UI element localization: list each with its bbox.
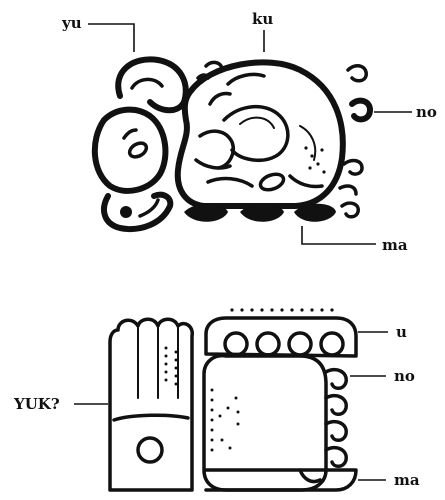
top-no-element: [352, 101, 370, 120]
top-glyph: yu ku no ma: [61, 10, 437, 254]
bottom-no-element: [326, 370, 346, 467]
bottom-ma-label: ma: [394, 471, 420, 489]
yuk-label: YUK?: [13, 395, 60, 413]
ku-element: [178, 62, 343, 206]
yu-label: yu: [61, 14, 82, 32]
yuk-hand-element: [110, 319, 192, 490]
top-ma-leader: [302, 226, 376, 244]
yu-leader: [88, 24, 134, 52]
u-element: [206, 308, 356, 356]
top-no-label: no: [416, 103, 437, 121]
top-ma-element: [184, 204, 336, 222]
bottom-no-label: no: [394, 367, 415, 385]
ku-label: ku: [252, 10, 273, 28]
bottom-ma-element: [206, 470, 356, 490]
top-ma-label: ma: [382, 236, 408, 254]
bottom-glyph: u no YUK? ma: [13, 308, 420, 490]
yu-element: [95, 59, 186, 229]
u-label: u: [396, 323, 407, 341]
